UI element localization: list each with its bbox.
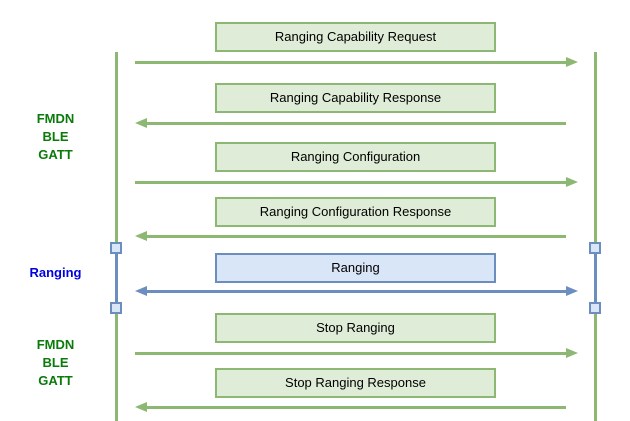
message-box-ranging-configuration-response: Ranging Configuration Response [215,197,496,227]
arrow-shaft [135,351,568,355]
side-label-line: Ranging [29,265,82,280]
message-box-stop-ranging-response: Stop Ranging Response [215,368,496,398]
left-ranging-start-endpoint [110,242,122,254]
right-lifeline-bottom-segment [594,311,597,421]
message-box-stop-ranging: Stop Ranging [215,313,496,343]
arrow-ranging-bidirectional [135,285,578,297]
side-label-line: FMDN [36,337,75,352]
arrowhead-right-icon [566,57,578,67]
arrow-ranging-capability-response [135,117,578,129]
arrow-shaft [145,405,566,409]
arrow-shaft [135,180,568,184]
arrow-shaft [135,60,568,64]
message-box-ranging-capability-request: Ranging Capability Request [215,22,496,52]
arrowhead-left-icon [135,231,147,241]
side-label-line: BLE [42,355,69,370]
left-lifeline-ranging-segment [115,244,118,311]
side-label-line: BLE [42,129,69,144]
arrow-stop-ranging-response [135,401,578,413]
right-lifeline-ranging-segment [594,244,597,311]
right-lifeline-top-segment [594,52,597,244]
right-ranging-end-endpoint [589,302,601,314]
arrowhead-left-icon [135,286,147,296]
message-box-ranging: Ranging [215,253,496,283]
left-lifeline-bottom-segment [115,311,118,421]
arrow-shaft [145,234,566,238]
side-label-line: FMDN [36,111,75,126]
side-label-line: GATT [38,147,73,162]
message-box-ranging-capability-response: Ranging Capability Response [215,83,496,113]
side-label-ranging: Ranging [8,264,103,282]
arrow-ranging-capability-request [135,56,578,68]
side-label-fmdn-ble-gatt-top: FMDN BLE GATT [8,110,103,164]
arrow-shaft [145,121,566,125]
arrow-stop-ranging [135,347,578,359]
arrowhead-right-icon [566,348,578,358]
right-ranging-start-endpoint [589,242,601,254]
arrowhead-right-icon [566,286,578,296]
message-box-ranging-configuration: Ranging Configuration [215,142,496,172]
left-ranging-end-endpoint [110,302,122,314]
side-label-line: GATT [38,373,73,388]
arrowhead-left-icon [135,402,147,412]
arrow-ranging-configuration-response [135,230,578,242]
side-label-fmdn-ble-gatt-bottom: FMDN BLE GATT [8,336,103,390]
arrow-ranging-configuration [135,176,578,188]
left-lifeline-top-segment [115,52,118,244]
arrowhead-right-icon [566,177,578,187]
arrowhead-left-icon [135,118,147,128]
arrow-shaft [145,289,568,293]
